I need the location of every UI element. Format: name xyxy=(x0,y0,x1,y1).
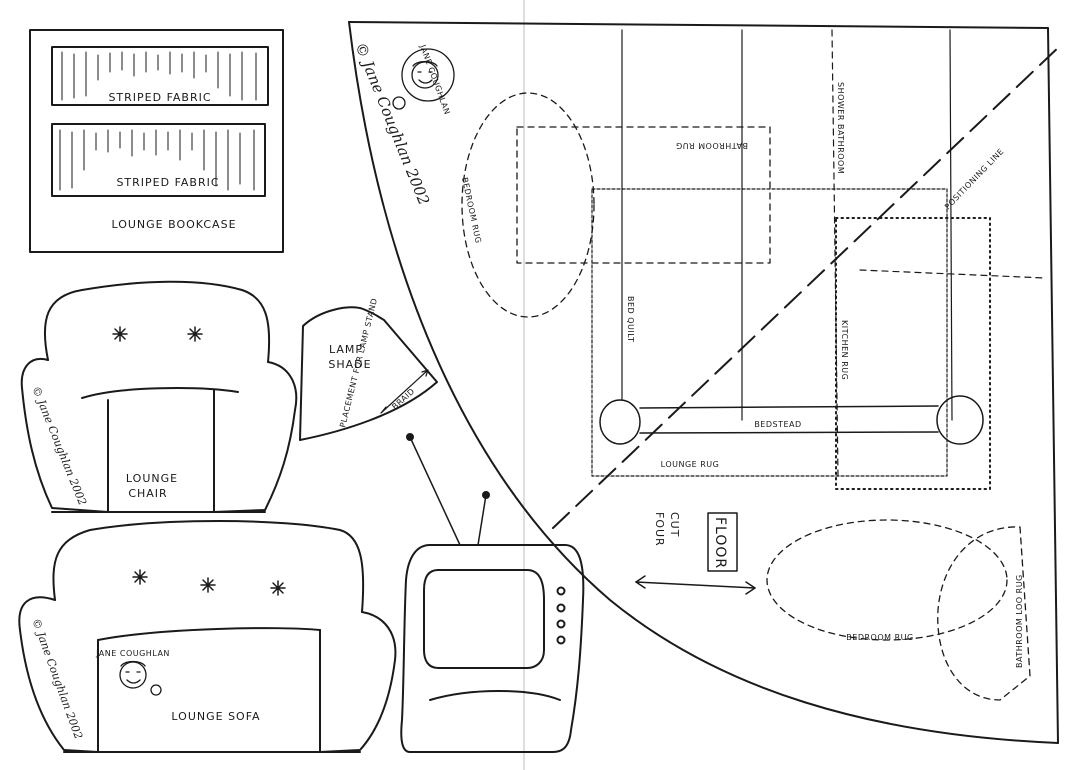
bedroom-rug-right-label: BEDROOM RUG xyxy=(846,633,913,642)
floor-label-box xyxy=(707,512,738,572)
chair-seat-cushion xyxy=(81,387,239,399)
television xyxy=(400,433,585,753)
bathroom-rug-label: BATHROOM RUG xyxy=(676,141,748,150)
chair-label-line2: CHAIR xyxy=(128,487,167,500)
chair-label-line1: LOUNGE xyxy=(126,472,178,485)
tv-knob-2-icon xyxy=(556,603,566,613)
bedstead xyxy=(599,395,984,445)
cut-label-line2: FOUR xyxy=(653,512,666,547)
guide-line-kitchen-horizontal xyxy=(859,269,1046,279)
lamp-label-line2: SHADE xyxy=(328,358,371,371)
bedstead-label: BEDSTEAD xyxy=(754,420,801,429)
lamp-label-line1: LAMP xyxy=(329,343,363,356)
bathroom-rug-outline xyxy=(516,126,771,264)
bookcase-shelf-bottom-label: STRIPED FABRIC xyxy=(116,176,219,189)
tv-antenna-right xyxy=(477,494,487,546)
tv-knob-1-icon xyxy=(556,586,566,596)
bathroom-loo-rug-label: BATHROOM LOO RUG xyxy=(1015,574,1024,668)
lounge-chair xyxy=(20,280,298,513)
sofa-tuft-1-icon xyxy=(132,569,148,585)
right-logo-registered-icon xyxy=(392,96,406,110)
kitchen-rug-outline xyxy=(835,217,991,490)
sofa-logo xyxy=(119,660,162,696)
lounge-bookcase xyxy=(29,29,284,253)
bookcase-title: LOUNGE BOOKCASE xyxy=(111,218,236,231)
tv-base-curve xyxy=(429,690,561,701)
right-copyright: © Jane Coughlan 2002 xyxy=(351,40,433,208)
tv-body xyxy=(400,544,585,753)
bathroom-loo-rug-outline xyxy=(937,526,1031,701)
sofa-right-arm xyxy=(319,611,397,753)
sofa-back xyxy=(52,520,365,613)
sofa-logo-face-icon xyxy=(119,661,147,689)
guide-line-right xyxy=(949,29,953,421)
shower-bathroom-label: SHOWER BATHROOM xyxy=(836,82,845,174)
floor-quarter-circle-edge xyxy=(348,21,1059,744)
sofa-tuft-2-icon xyxy=(200,577,216,593)
chair-copyright: © Jane Coughlan 2002 xyxy=(29,384,89,507)
bookcase-stripes-bottom xyxy=(59,129,255,191)
lounge-rug-outline xyxy=(591,188,948,477)
floor-right-edge xyxy=(1047,27,1059,744)
bookcase-shelf-top xyxy=(51,46,269,106)
floor-top-edge xyxy=(348,21,1049,29)
lamp-shade xyxy=(299,306,438,441)
lounge-sofa xyxy=(18,520,397,753)
cut-label-line1: CUT xyxy=(668,512,681,537)
sofa-seat-cushion xyxy=(97,627,321,641)
tv-antenna-left xyxy=(409,436,461,546)
bedroom-rug-right-outline xyxy=(766,519,1008,641)
right-logo-text: JANE COUGHLAN xyxy=(418,43,452,116)
positioning-line-label: POSITIONING LINE xyxy=(943,147,1006,212)
positioning-line xyxy=(552,43,1063,529)
lamp-braid-arrow xyxy=(380,369,429,414)
bed-quilt-label: BED QUILT xyxy=(626,296,635,343)
sofa-copyright: © Jane Coughlan 2002 xyxy=(29,617,85,741)
kitchen-rug-label: KITCHEN RUG xyxy=(840,320,849,380)
tv-knob-4-icon xyxy=(556,635,566,645)
right-logo-ring xyxy=(401,48,455,102)
floor-label: FLOOR xyxy=(712,517,728,569)
tv-antenna-right-knob xyxy=(482,491,490,499)
sofa-logo-text: JANE COUGHLAN xyxy=(95,649,170,658)
tv-antenna-left-knob xyxy=(406,433,414,441)
right-logo xyxy=(392,48,455,110)
chair-tuft-right-icon xyxy=(187,326,203,342)
sofa-logo-registered-icon xyxy=(150,684,162,696)
sofa-label: LOUNGE SOFA xyxy=(171,710,260,723)
sofa-left-arm xyxy=(18,596,99,753)
bedroom-rug-left-label: BEDROOM RUG xyxy=(460,177,483,245)
bookcase-shelf-top-label: STRIPED FABRIC xyxy=(108,91,211,104)
chair-left-arm xyxy=(20,357,109,513)
bedroom-rug-left-outline xyxy=(461,92,595,318)
guide-line-shower xyxy=(831,29,839,477)
tv-knob-3-icon xyxy=(556,619,566,629)
bookcase-stripes-top xyxy=(61,51,257,101)
chair-tuft-left-icon xyxy=(112,326,128,342)
lounge-rug-label: LOUNGE RUG xyxy=(661,460,720,469)
chair-back xyxy=(43,280,271,363)
tv-screen xyxy=(423,569,545,669)
sofa-tuft-3-icon xyxy=(270,580,286,596)
chair-right-arm xyxy=(213,361,298,513)
cut-direction-double-arrow-icon xyxy=(635,575,756,595)
bookcase-shelf-bottom xyxy=(51,123,266,197)
